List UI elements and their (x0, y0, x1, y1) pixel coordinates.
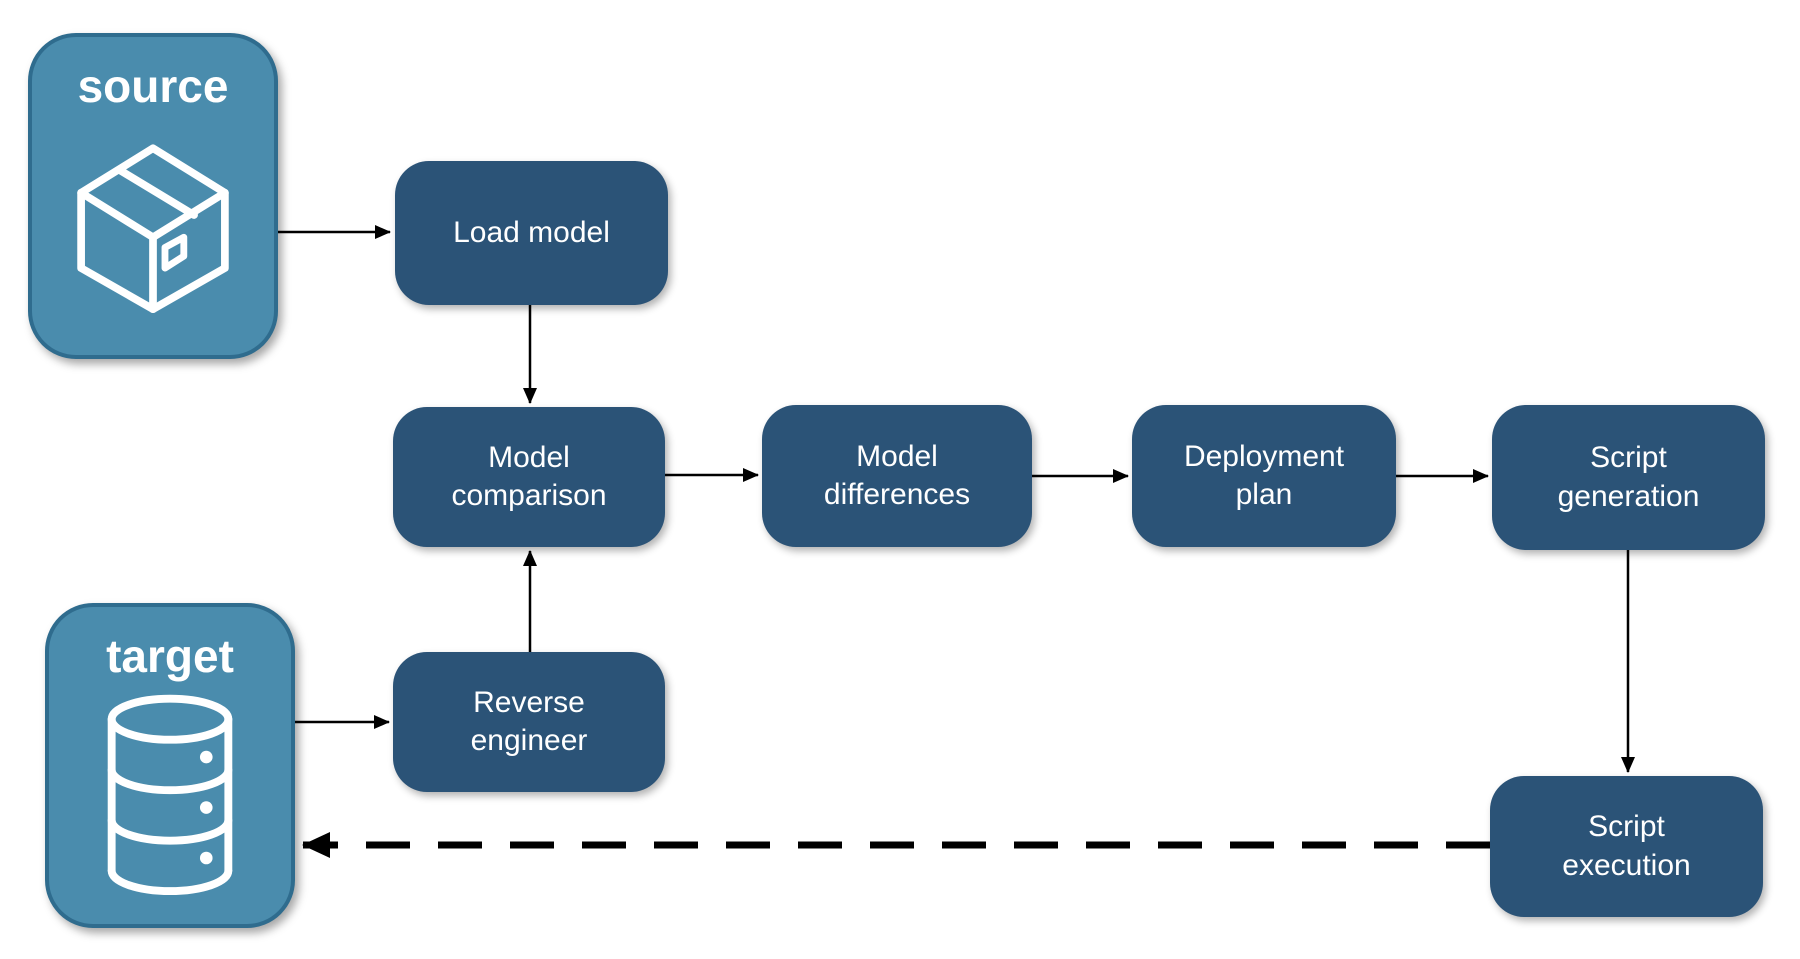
node-label: Script generation (1557, 441, 1700, 513)
node-source: source (28, 33, 278, 359)
node-model-comparison: Model comparison (393, 407, 665, 547)
node-label: target (106, 630, 234, 682)
node-label: Load model (453, 215, 610, 249)
node-label: Deployment plan (1183, 439, 1345, 511)
node-model-differences: Model differences (762, 405, 1032, 547)
node-script-generation: Script generation (1492, 405, 1765, 550)
package-icon (32, 113, 274, 355)
node-reverse-engineer: Reverse engineer (393, 652, 665, 792)
node-label: Reverse engineer (470, 685, 588, 757)
node-deployment-plan: Deployment plan (1132, 405, 1396, 547)
node-target: target (45, 603, 295, 928)
node-script-execution: Script execution (1490, 776, 1763, 917)
node-label: Model differences (823, 439, 971, 511)
database-icon (49, 683, 291, 924)
node-label: Model comparison (451, 440, 607, 512)
node-load-model: Load model (395, 161, 668, 305)
node-label: Script execution (1562, 810, 1691, 882)
node-label: source (77, 60, 229, 112)
